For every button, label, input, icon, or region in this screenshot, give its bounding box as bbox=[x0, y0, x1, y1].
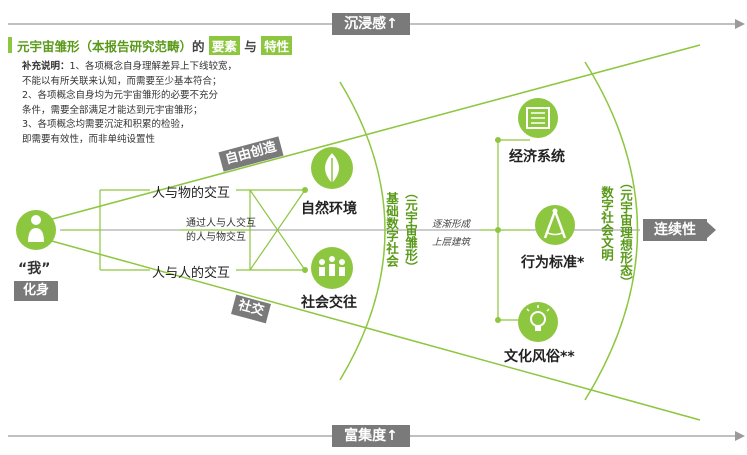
metaverse-ideal: （元宇宙理想形态） bbox=[618, 176, 633, 289]
richness-label: 富集度↑ bbox=[332, 425, 410, 447]
bottom-axis-arrowhead bbox=[735, 431, 745, 441]
supplementary-note: 补充说明：1、各项概念自身理解差异上下线较宽， 不能以有所关联来认知，而需要至少… bbox=[22, 60, 237, 148]
me-quote: “我” bbox=[18, 261, 51, 277]
cone-lower-line bbox=[29, 234, 701, 421]
note-text-1: 1、各项概念自身理解差异上下线较宽， bbox=[69, 61, 238, 72]
people-icon bbox=[311, 247, 353, 289]
dot-behavior bbox=[495, 227, 501, 233]
nature-environment-label: 自然环境 bbox=[301, 201, 357, 217]
note-line-6: 即需要有效性，而非单纯设置性 bbox=[22, 133, 156, 145]
title-connector-1: 的 bbox=[192, 39, 205, 54]
digital-civilization: 数字社会文明 bbox=[599, 186, 614, 261]
compass-icon bbox=[535, 205, 575, 245]
title-badge-elements: 要素 bbox=[208, 36, 240, 55]
via-interaction-line-1: 通过人与人交互 bbox=[186, 218, 256, 229]
note-label: 补充说明： bbox=[22, 61, 70, 72]
title-main: 元宇宙雏形（本报告研究范畴） bbox=[17, 39, 193, 54]
lightbulb-icon bbox=[518, 302, 558, 342]
behavior-standard-label: 行为标准* bbox=[521, 255, 585, 271]
social-interaction-label: 社会交往 bbox=[301, 295, 357, 311]
me-branch-connector bbox=[62, 189, 150, 271]
top-axis-arrowhead bbox=[735, 19, 745, 29]
cone-upper-line bbox=[29, 44, 701, 226]
continuity-label: 连续性 bbox=[643, 219, 707, 241]
note-line-3: 2、各项概念自身均为元宇宙雏形的必要不充分 bbox=[22, 90, 219, 102]
metaverse-prototype: （元宇宙雏形） bbox=[403, 186, 418, 274]
immersion-label: 沉浸感↑ bbox=[332, 13, 410, 35]
middle-axis-arrowhead bbox=[706, 221, 716, 239]
title-accent-bar bbox=[8, 37, 12, 53]
human-object-interaction: 人与物的交互 bbox=[152, 186, 231, 201]
superstructure-connector bbox=[480, 139, 530, 321]
culture-custom-label: 文化风俗** bbox=[504, 349, 575, 365]
economic-system-label: 经济系统 bbox=[509, 149, 565, 165]
human-human-interaction: 人与人的交互 bbox=[152, 266, 231, 281]
ledger-icon bbox=[518, 98, 558, 138]
dot-nature-lower bbox=[302, 267, 308, 273]
title-badge-traits: 特性 bbox=[261, 36, 293, 55]
note-line-1: 补充说明：1、各项概念自身理解差异上下线较宽， bbox=[22, 60, 237, 75]
base-digital-society: 基础数字社会 bbox=[384, 192, 399, 267]
person-icon bbox=[16, 210, 56, 250]
formation-line-1: 逐渐形成 bbox=[432, 219, 471, 230]
inner-arc bbox=[339, 81, 386, 381]
title-connector-2: 与 bbox=[244, 39, 257, 54]
dot-nature-upper bbox=[302, 187, 308, 193]
leaf-icon bbox=[311, 147, 353, 189]
interaction-connector bbox=[180, 189, 306, 271]
formation-line-2: 上层建筑 bbox=[432, 237, 471, 248]
note-line-4: 条件，需要全部满足才能达到元宇宙雏形； bbox=[22, 104, 203, 116]
dot-economy bbox=[495, 137, 501, 143]
outer-arc bbox=[584, 61, 639, 401]
page-title: 元宇宙雏形（本报告研究范畴）的 要素 与 特性 bbox=[17, 36, 293, 55]
note-line-5: 3、各项概念均需要沉淀和积累的检验， bbox=[22, 119, 190, 131]
note-line-2: 不能以有所关联来认知，而需要至少基本符合； bbox=[22, 75, 222, 87]
via-interaction-line-2: 的人与物交互 bbox=[186, 232, 246, 243]
dot-culture bbox=[495, 317, 501, 323]
avatar-label: 化身 bbox=[14, 281, 58, 301]
